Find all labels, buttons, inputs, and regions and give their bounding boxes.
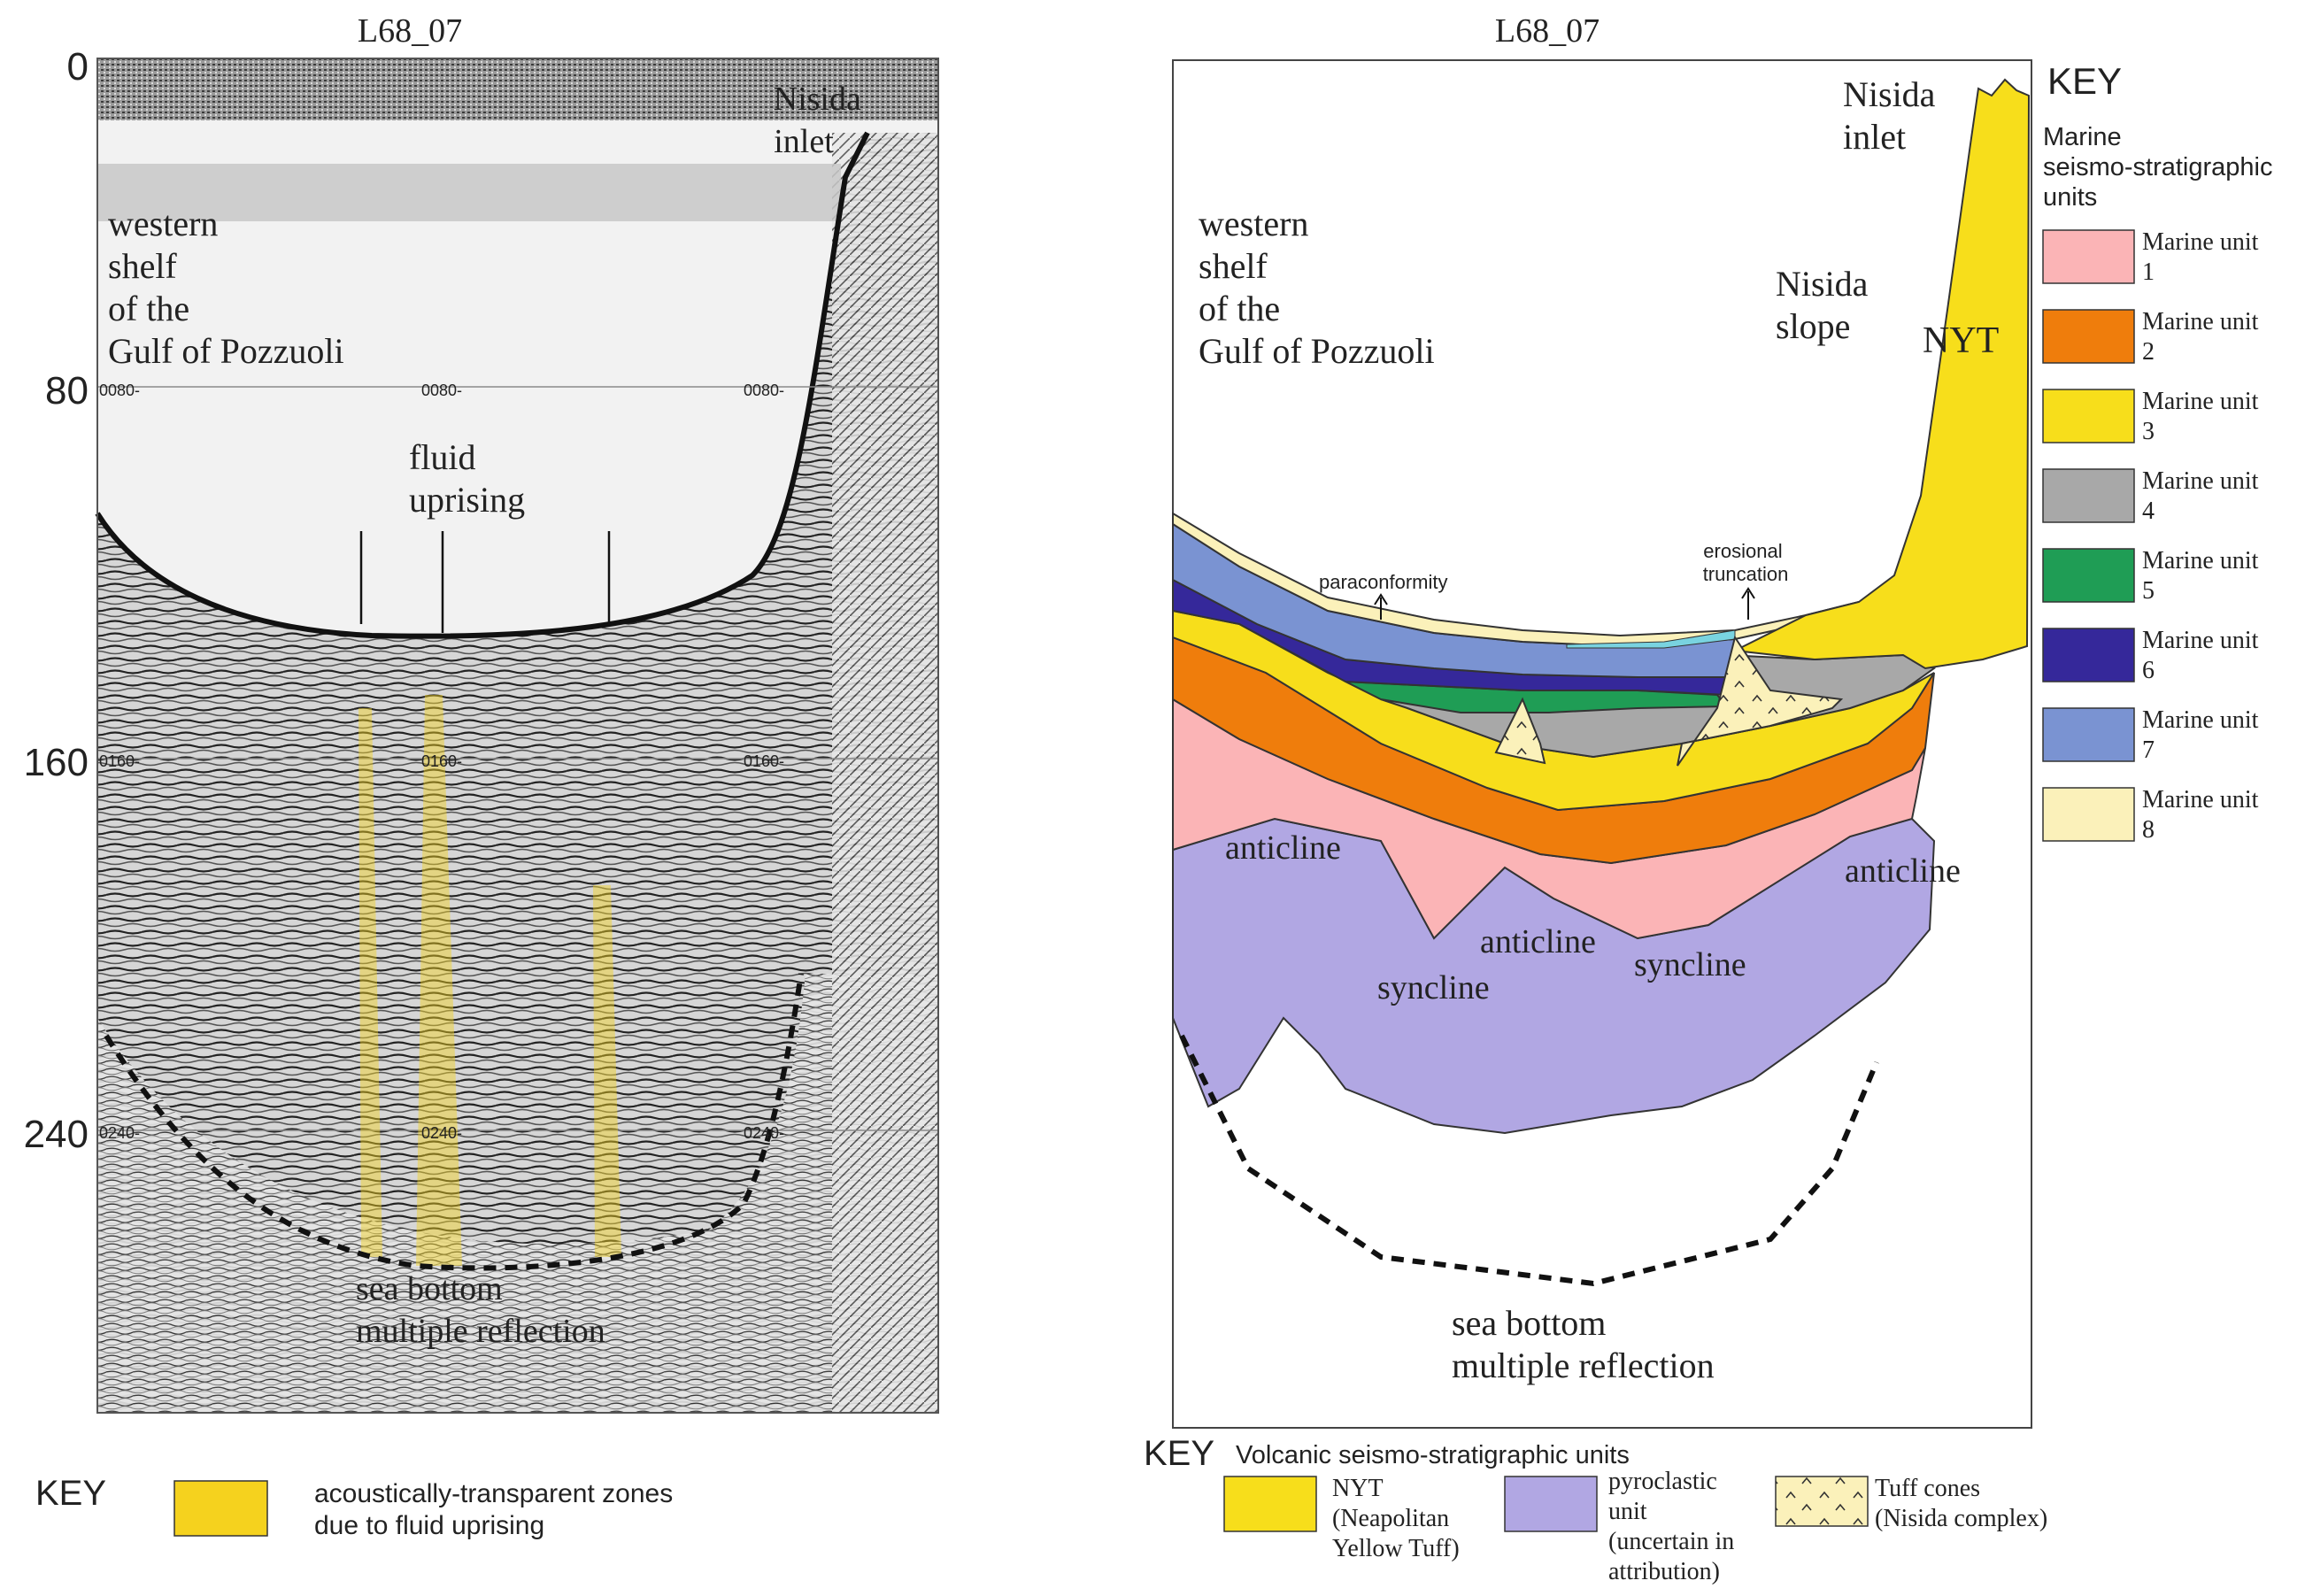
depth-tick-0: 0 — [67, 45, 89, 89]
left-panel-title: L68_07 — [358, 12, 462, 50]
left-sea-bottom-label: sea bottom multiple reflection — [356, 1270, 605, 1350]
fluid-uprising-label: fluid uprising — [409, 437, 525, 520]
tuff-cone-small — [1494, 697, 1546, 765]
inner-tick-240-c: 0240- — [744, 1124, 784, 1142]
marine-unit-8-swatch — [2042, 787, 2135, 842]
right-sea-bottom-label: sea bottom multiple reflection — [1452, 1303, 1715, 1385]
seismic-profile-panel: L68_07 0080- 0080- 0080- 0160- 0160- 016… — [24, 12, 939, 1540]
tuff-cones-key-label: Tuff cones (Nisida complex) — [1875, 1475, 2047, 1532]
volcanic-units-key: KEY Volcanic seismo-stratigraphic units … — [1144, 1434, 2047, 1585]
marine-key-subheading: Marine seismo-stratigraphic units — [2043, 123, 2280, 212]
left-western-shelf-label: western shelf of the Gulf of Pozzuoli — [108, 204, 344, 371]
nisida-slope-label: Nisida slope — [1776, 264, 1877, 346]
sea-bottom-multiple-dashed-left — [104, 973, 804, 1271]
nyt-key-swatch — [1223, 1476, 1317, 1532]
seismic-frame — [96, 58, 939, 1414]
paraconformity-label: paraconformity — [1319, 571, 1448, 593]
nyt-key-label: NYT (Neapolitan Yellow Tuff) — [1332, 1475, 1460, 1562]
seismic-surface-noise — [97, 58, 938, 120]
sea-bottom-multiple-dashed-right — [1179, 1034, 1879, 1287]
paraconformity-arrow — [1374, 593, 1388, 620]
inner-tick-80-b: 0080- — [421, 382, 462, 399]
marine-unit-7-swatch — [2042, 707, 2135, 762]
inner-tick-160-a: 0160- — [99, 752, 140, 770]
volcanic-key-subheading: Volcanic seismo-stratigraphic units — [1236, 1441, 1630, 1469]
anticline-mid-label: anticline — [1480, 923, 1596, 960]
tuff-cones-key-swatch — [1775, 1476, 1869, 1527]
interpretation-panel: L68_07 Nisida inlet — [1172, 12, 2032, 1429]
anticline-right-label: anticline — [1845, 852, 1961, 890]
erosional-truncation-arrow — [1741, 587, 1755, 620]
inner-tick-160-b: 0160- — [421, 752, 462, 770]
inner-tick-240-a: 0240- — [99, 1124, 140, 1142]
depth-tick-80: 80 — [45, 369, 89, 412]
marine-unit-2-swatch — [2042, 309, 2135, 364]
left-key-swatch — [173, 1480, 268, 1537]
right-western-shelf-label: western shelf of the Gulf of Pozzuoli — [1199, 204, 1435, 371]
transparent-zone-3 — [593, 885, 621, 1257]
seismic-noise-band — [97, 164, 841, 221]
depth-tick-240: 240 — [24, 1113, 89, 1156]
marine-unit-1-swatch — [2042, 229, 2135, 284]
inner-tick-80-a: 0080- — [99, 382, 140, 399]
syncline-left-label: syncline — [1377, 969, 1490, 1006]
marine-unit-6-swatch — [2042, 628, 2135, 682]
anticline-left-label: anticline — [1225, 829, 1341, 867]
syncline-right-label: syncline — [1634, 946, 1746, 983]
left-nisida-inlet-label: Nisida inlet — [774, 81, 870, 160]
erosional-truncation-label: erosional truncation — [1703, 540, 1789, 585]
seafloor-reflector — [95, 131, 870, 639]
tuff-cone-large — [1677, 635, 1844, 767]
nyt-label: NYT — [1923, 320, 1999, 361]
transparent-zone-2 — [416, 695, 462, 1266]
marine-unit-4-swatch — [2042, 468, 2135, 523]
pyroclastic-key-label: pyroclastic unit (uncertain in attributi… — [1608, 1468, 1740, 1585]
seismic-deep-zone — [97, 974, 938, 1413]
right-panel-title: L68_07 — [1495, 12, 1600, 50]
inner-tick-80-c: 0080- — [744, 382, 784, 399]
pyroclastic-key-swatch — [1504, 1476, 1598, 1532]
depth-tick-160: 160 — [24, 741, 89, 784]
marine-unit-3-swatch — [2042, 389, 2135, 443]
nyt-unit-body — [1731, 78, 2031, 670]
seismic-subseafloor — [97, 133, 938, 1413]
inner-tick-160-c: 0160- — [744, 752, 784, 770]
transparent-zone-1 — [358, 708, 382, 1257]
left-key-label: acoustically-transparent zones due to fl… — [314, 1479, 681, 1540]
marine-unit-5-swatch — [2042, 548, 2135, 603]
left-key-heading: KEY — [35, 1474, 106, 1513]
marine-units-key: KEY Marine seismo-stratigraphic units Ma… — [2042, 60, 2280, 844]
marine-key-heading: KEY — [2047, 60, 2122, 102]
right-nisida-inlet-label: Nisida inlet — [1843, 74, 1944, 157]
volcanic-key-heading: KEY — [1144, 1434, 1214, 1473]
inner-tick-240-b: 0240- — [421, 1124, 462, 1142]
seismic-right-edge-zone — [832, 133, 938, 1413]
